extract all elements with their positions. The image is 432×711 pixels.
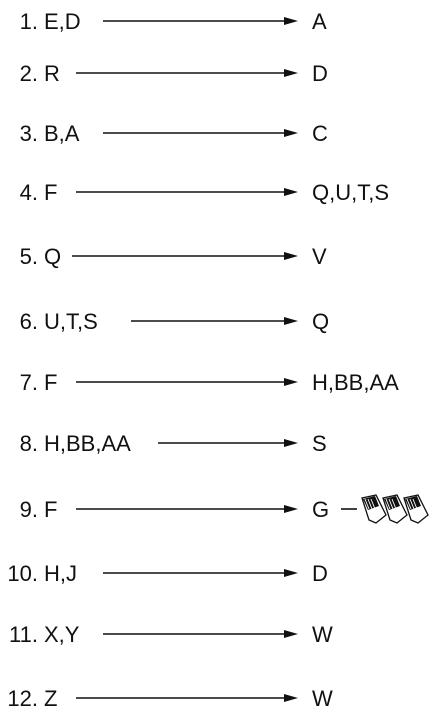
connection-row: 6.U,T,S Q [20, 309, 329, 334]
connection-row: 9.F G [20, 494, 429, 524]
row-number: 11. [9, 622, 38, 647]
arrowhead-icon [284, 439, 298, 447]
row-from-terminals: Z [44, 686, 57, 711]
connection-row: 2.R D [20, 61, 328, 86]
row-from-terminals: U,T,S [44, 309, 98, 334]
wire-nut-rib [388, 498, 394, 510]
connection-row: 3.B,A C [20, 121, 328, 146]
row-to-terminals: V [312, 244, 327, 269]
row-to-terminals: Q [312, 309, 329, 334]
row-number: 5. [20, 244, 38, 269]
arrowhead-icon [284, 17, 298, 25]
wire-nut-icon [361, 494, 387, 524]
wire-nut-rib [391, 498, 397, 510]
connection-row: 7.F H,BB,AA [20, 370, 399, 395]
connection-row: 8.H,BB,AA S [20, 431, 327, 456]
row-to-terminals: W [312, 622, 333, 647]
row-number: 3. [20, 121, 38, 146]
row-from-terminals: E,D [44, 9, 81, 34]
row-from-terminals: F [44, 180, 57, 205]
wire-nut-rib [406, 498, 412, 510]
row-to-terminals: S [312, 431, 327, 456]
row-to-terminals: D [312, 61, 328, 86]
wire-nut-rib [364, 498, 370, 510]
wire-nut-rib [412, 498, 418, 510]
row-from-terminals: F [44, 370, 57, 395]
wire-nut-cap [384, 496, 400, 510]
arrowhead-icon [284, 188, 298, 196]
wire-nuts-icon [361, 494, 429, 524]
wire-nut-icon [382, 494, 408, 524]
row-to-terminals: D [312, 561, 328, 586]
wire-nut-rib [409, 498, 415, 510]
wire-nut-cap [363, 496, 379, 510]
wire-nut-rib [385, 498, 391, 510]
arrowhead-icon [284, 505, 298, 513]
connection-row: 4.F Q,U,T,S [20, 180, 389, 205]
row-to-terminals: A [312, 9, 327, 34]
row-to-terminals: Q,U,T,S [312, 180, 389, 205]
wire-nut-rib [370, 498, 376, 510]
row-number: 4. [20, 180, 38, 205]
row-from-terminals: F [44, 497, 57, 522]
row-number: 7. [20, 370, 38, 395]
row-number: 9. [20, 497, 38, 522]
row-number: 10. [7, 561, 38, 586]
arrowhead-icon [284, 252, 298, 260]
wire-nut-icon [403, 494, 429, 524]
row-number: 1. [20, 9, 38, 34]
arrowhead-icon [284, 129, 298, 137]
arrowhead-icon [284, 317, 298, 325]
row-to-terminals: C [312, 121, 328, 146]
arrowhead-icon [284, 630, 298, 638]
row-number: 12. [7, 686, 38, 711]
connection-row: 12.Z W [7, 686, 333, 711]
wire-nut-cap [405, 496, 421, 510]
row-from-terminals: R [44, 61, 60, 86]
row-from-terminals: X,Y [44, 622, 80, 647]
connection-row: 10.H,J D [7, 561, 327, 586]
row-to-terminals: W [312, 686, 333, 711]
arrowhead-icon [284, 569, 298, 577]
connection-row: 5.Q V [20, 244, 327, 269]
wire-nut-rib [367, 498, 373, 510]
connection-row: 1.E,D A [20, 9, 327, 34]
row-number: 8. [20, 431, 38, 456]
row-to-terminals: H,BB,AA [312, 370, 399, 395]
row-to-terminals: G [312, 497, 329, 522]
row-from-terminals: H,J [44, 561, 77, 586]
row-number: 2. [20, 61, 38, 86]
arrowhead-icon [284, 378, 298, 386]
connection-row: 11.X,Y W [9, 622, 333, 647]
row-from-terminals: B,A [44, 121, 80, 146]
arrowhead-icon [284, 69, 298, 77]
arrowhead-icon [284, 694, 298, 702]
row-from-terminals: H,BB,AA [44, 431, 131, 456]
row-number: 6. [20, 309, 38, 334]
row-from-terminals: Q [44, 244, 61, 269]
